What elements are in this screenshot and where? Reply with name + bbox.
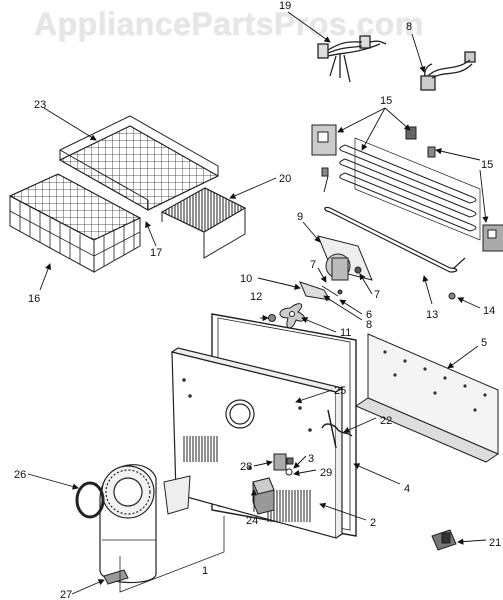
callout-9: 9 bbox=[297, 211, 303, 223]
callout-22: 22 bbox=[380, 415, 392, 427]
leader-lines bbox=[27, 11, 489, 595]
duct-grille-part bbox=[103, 569, 129, 585]
callout-6: 6 bbox=[366, 309, 372, 321]
callout-20: 20 bbox=[279, 173, 291, 185]
evaporator-coil-part bbox=[311, 124, 503, 252]
callout-15-top: 15 bbox=[380, 95, 392, 107]
callout-13: 13 bbox=[426, 309, 438, 321]
callout-21: 21 bbox=[489, 537, 501, 549]
callout-10: 10 bbox=[240, 273, 252, 285]
callout-labels: 19 8 23 15 15 20 9 17 7 10 7 16 12 13 6 … bbox=[14, 0, 501, 600]
door-switch-part bbox=[431, 529, 457, 551]
callout-7-right: 7 bbox=[374, 289, 380, 301]
callout-5: 5 bbox=[481, 337, 487, 349]
callout-8-top: 8 bbox=[406, 21, 412, 33]
wire-sensor-part bbox=[321, 409, 353, 449]
callout-28: 28 bbox=[240, 461, 252, 473]
callout-11: 11 bbox=[340, 327, 351, 339]
fan-blade-part bbox=[279, 303, 305, 329]
assembly-bracket-lines bbox=[119, 516, 225, 593]
duct-ring-part bbox=[75, 481, 105, 519]
duct-insert-part bbox=[163, 475, 191, 515]
heater-clip-part bbox=[448, 292, 456, 300]
callout-3: 3 bbox=[308, 453, 314, 465]
callout-15-right: 15 bbox=[481, 159, 493, 171]
callout-7-left: 7 bbox=[310, 259, 316, 271]
callout-12: 12 bbox=[250, 291, 262, 303]
callout-27: 27 bbox=[60, 589, 72, 600]
air-duct-part bbox=[99, 464, 157, 584]
callout-23: 23 bbox=[34, 99, 46, 111]
wire-shelf-part bbox=[58, 115, 220, 211]
evaporator-cover-part bbox=[160, 187, 247, 259]
callout-2: 2 bbox=[370, 517, 376, 529]
callout-14: 14 bbox=[483, 305, 495, 317]
thermostat-part bbox=[273, 453, 294, 476]
callout-29: 29 bbox=[320, 467, 332, 479]
callout-4: 4 bbox=[404, 483, 410, 495]
callout-26: 26 bbox=[14, 469, 26, 481]
callout-16: 16 bbox=[28, 293, 40, 305]
wire-basket-part bbox=[8, 173, 142, 273]
watermark: AppliancePartsPros.com bbox=[34, 6, 424, 42]
defrost-heater-part bbox=[324, 206, 466, 273]
callout-1: 1 bbox=[202, 565, 208, 577]
callout-19: 19 bbox=[279, 0, 291, 12]
fan-nut-part bbox=[268, 314, 276, 322]
callout-8-mid: 8 bbox=[366, 319, 372, 331]
callout-24: 24 bbox=[246, 515, 258, 527]
wire-harness-part bbox=[317, 35, 387, 83]
control-module-part bbox=[252, 477, 275, 515]
back-wall-panel-part bbox=[170, 347, 344, 539]
callout-17: 17 bbox=[150, 247, 162, 259]
mounting-rail-part bbox=[354, 333, 500, 463]
fan-motor-assembly-part bbox=[317, 235, 373, 297]
wire-connector-part bbox=[420, 51, 476, 91]
callout-25: 25 bbox=[334, 385, 346, 397]
